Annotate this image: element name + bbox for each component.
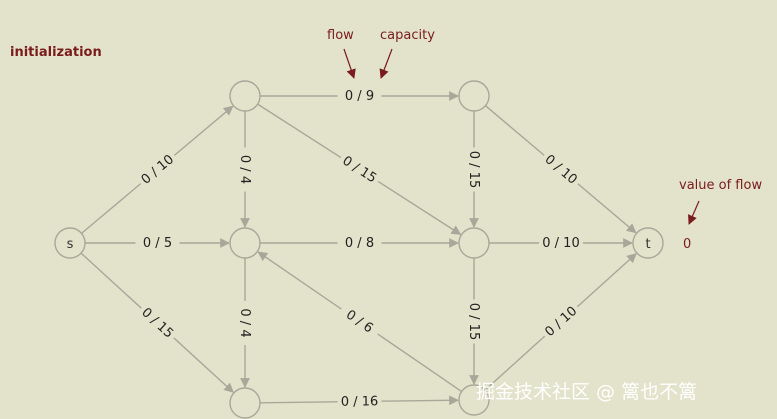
node-e xyxy=(458,227,490,259)
value-of-flow-arrow xyxy=(688,200,700,225)
edge-label-background xyxy=(135,234,180,250)
edge-label-background xyxy=(539,148,584,190)
node-label-s: s xyxy=(67,237,74,252)
edge-label-s-b: 0 / 5 xyxy=(143,236,172,251)
flow-annotation-label: flow xyxy=(327,28,354,43)
edge-label-background xyxy=(337,392,382,409)
edge-label-d-e: 0 / 15 xyxy=(466,151,481,188)
watermark: 掘金技术社区 @ 篱也不篱 xyxy=(476,381,697,403)
edge-label-background xyxy=(337,87,382,103)
node-f xyxy=(458,384,490,416)
edge-label-background xyxy=(238,301,254,345)
edge-label-b-c: 0 / 4 xyxy=(237,308,252,337)
edge-label-background xyxy=(136,301,180,344)
edge-label-b-e: 0 / 8 xyxy=(345,236,374,251)
value-of-flow-number: 0 xyxy=(683,237,691,252)
edge-label-background xyxy=(467,147,483,192)
edge-label-c-f: 0 / 16 xyxy=(341,394,379,409)
flow-annotation-arrow xyxy=(343,48,356,79)
edge-label-background xyxy=(539,234,583,250)
node-label-t: t xyxy=(645,237,650,252)
edges-layer: 0 / 10 0 / 5 0 / 15 0 / 9 0 / 4 0 / 15 0 / 8 0 … xyxy=(80,87,637,410)
edge-label-a-e: 0 / 15 xyxy=(339,153,379,186)
node-d xyxy=(458,80,490,112)
edge-label-background xyxy=(337,301,383,340)
capacity-annotation-arrow xyxy=(379,48,393,79)
node-b xyxy=(229,227,261,259)
capacity-annotation-label: capacity xyxy=(380,28,435,43)
edge-label-a-b: 0 / 4 xyxy=(237,155,252,184)
node-s xyxy=(54,227,86,259)
edge-label-background xyxy=(337,234,382,250)
edge-label-background xyxy=(538,300,583,342)
edge-label-e-f: 0 / 15 xyxy=(466,303,481,340)
diagram-title: initialization xyxy=(10,45,102,60)
edge-label-background xyxy=(467,299,483,344)
edge-label-background xyxy=(238,147,254,192)
edge-label-a-d: 0 / 9 xyxy=(345,89,374,104)
node-t xyxy=(632,227,664,259)
edge-label-background xyxy=(134,148,179,190)
value-of-flow-label: value of flow xyxy=(679,178,762,193)
node-a xyxy=(229,80,261,112)
edge-label-e-t: 0 / 10 xyxy=(542,236,579,251)
edge-label-background xyxy=(337,150,383,188)
node-c xyxy=(229,387,261,419)
